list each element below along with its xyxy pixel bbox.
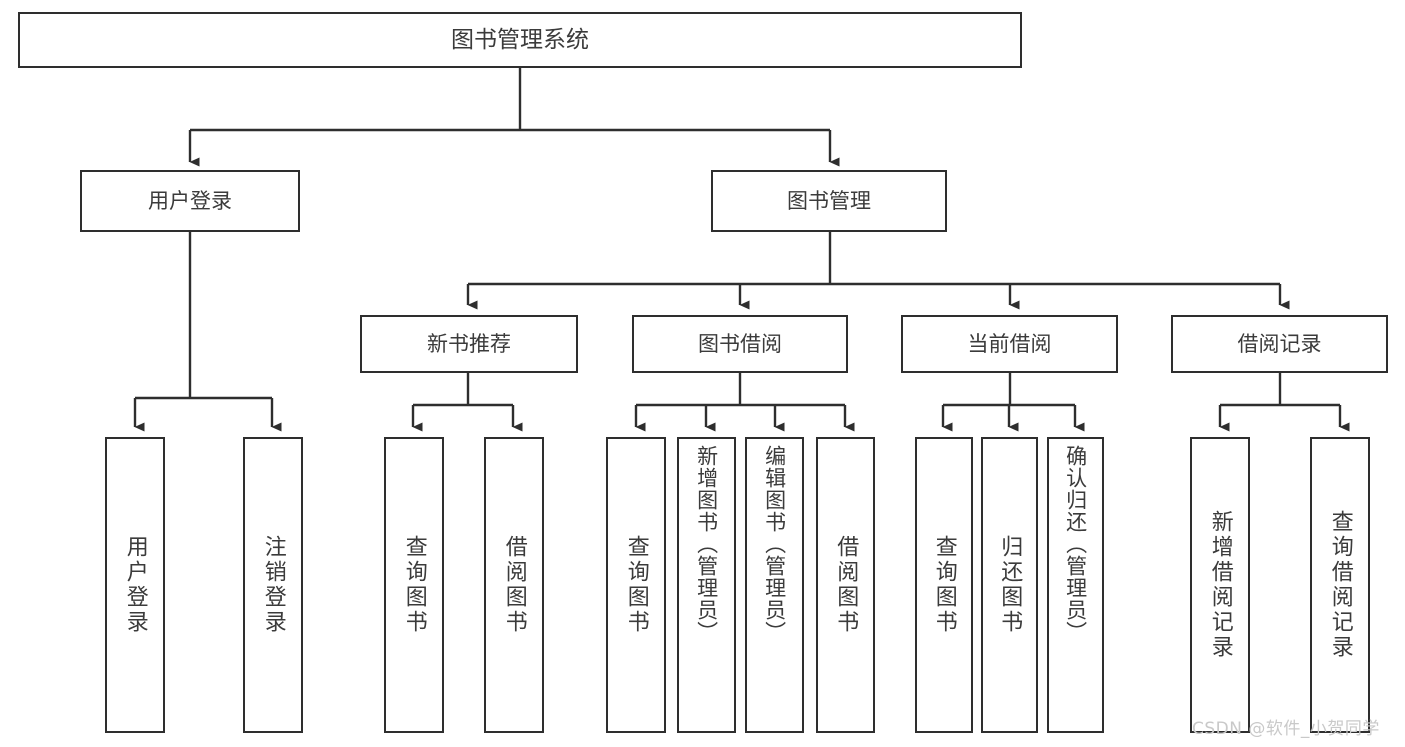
node-label: 查询图书 [401, 535, 427, 635]
node-label: 查询借阅记录 [1327, 510, 1353, 660]
node-label: 注销登录 [260, 535, 286, 635]
node-new-book-recommend[interactable]: 新书推荐 [360, 315, 578, 373]
node-label: 确认归还（管理员） [1063, 445, 1088, 643]
node-book-manage[interactable]: 图书管理 [711, 170, 947, 232]
node-label: 借阅图书 [833, 535, 859, 635]
leaf-borrow-book-1[interactable]: 借阅图书 [484, 437, 544, 733]
node-label: 图书借阅 [698, 331, 782, 356]
leaf-user-login[interactable]: 用户登录 [105, 437, 165, 733]
node-label: 编辑图书（管理员） [762, 445, 787, 643]
node-label: 借阅记录 [1237, 331, 1322, 356]
node-label: 查询图书 [623, 535, 649, 635]
leaf-return-book[interactable]: 归还图书 [981, 437, 1038, 733]
node-label: 用户登录 [122, 535, 148, 635]
leaf-confirm-return[interactable]: 确认归还（管理员） [1047, 437, 1104, 733]
node-label: 新书推荐 [427, 331, 511, 356]
node-book-borrow[interactable]: 图书借阅 [632, 315, 848, 373]
node-label: 新增借阅记录 [1207, 510, 1233, 660]
leaf-query-book-2[interactable]: 查询图书 [606, 437, 666, 733]
leaf-logout-login[interactable]: 注销登录 [243, 437, 303, 733]
node-root-system[interactable]: 图书管理系统 [18, 12, 1022, 68]
node-borrow-record[interactable]: 借阅记录 [1171, 315, 1388, 373]
leaf-edit-book[interactable]: 编辑图书（管理员） [745, 437, 804, 733]
leaf-add-book[interactable]: 新增图书（管理员） [677, 437, 736, 733]
node-label: 图书管理系统 [451, 26, 589, 53]
node-label: 借阅图书 [501, 535, 527, 635]
node-label: 归还图书 [997, 535, 1023, 635]
node-label: 新增图书（管理员） [694, 445, 719, 643]
node-label: 当前借阅 [967, 331, 1052, 356]
node-current-borrow[interactable]: 当前借阅 [901, 315, 1118, 373]
leaf-add-record[interactable]: 新增借阅记录 [1190, 437, 1250, 733]
watermark: CSDN @软件_小贺同学 [1192, 719, 1380, 739]
node-user-login[interactable]: 用户登录 [80, 170, 300, 232]
leaf-query-record[interactable]: 查询借阅记录 [1310, 437, 1370, 733]
leaf-borrow-book-2[interactable]: 借阅图书 [816, 437, 875, 733]
leaf-query-book-1[interactable]: 查询图书 [384, 437, 444, 733]
node-label: 用户登录 [148, 188, 232, 213]
node-label: 图书管理 [787, 188, 871, 213]
node-label: 查询图书 [931, 535, 957, 635]
leaf-query-book-3[interactable]: 查询图书 [915, 437, 973, 733]
